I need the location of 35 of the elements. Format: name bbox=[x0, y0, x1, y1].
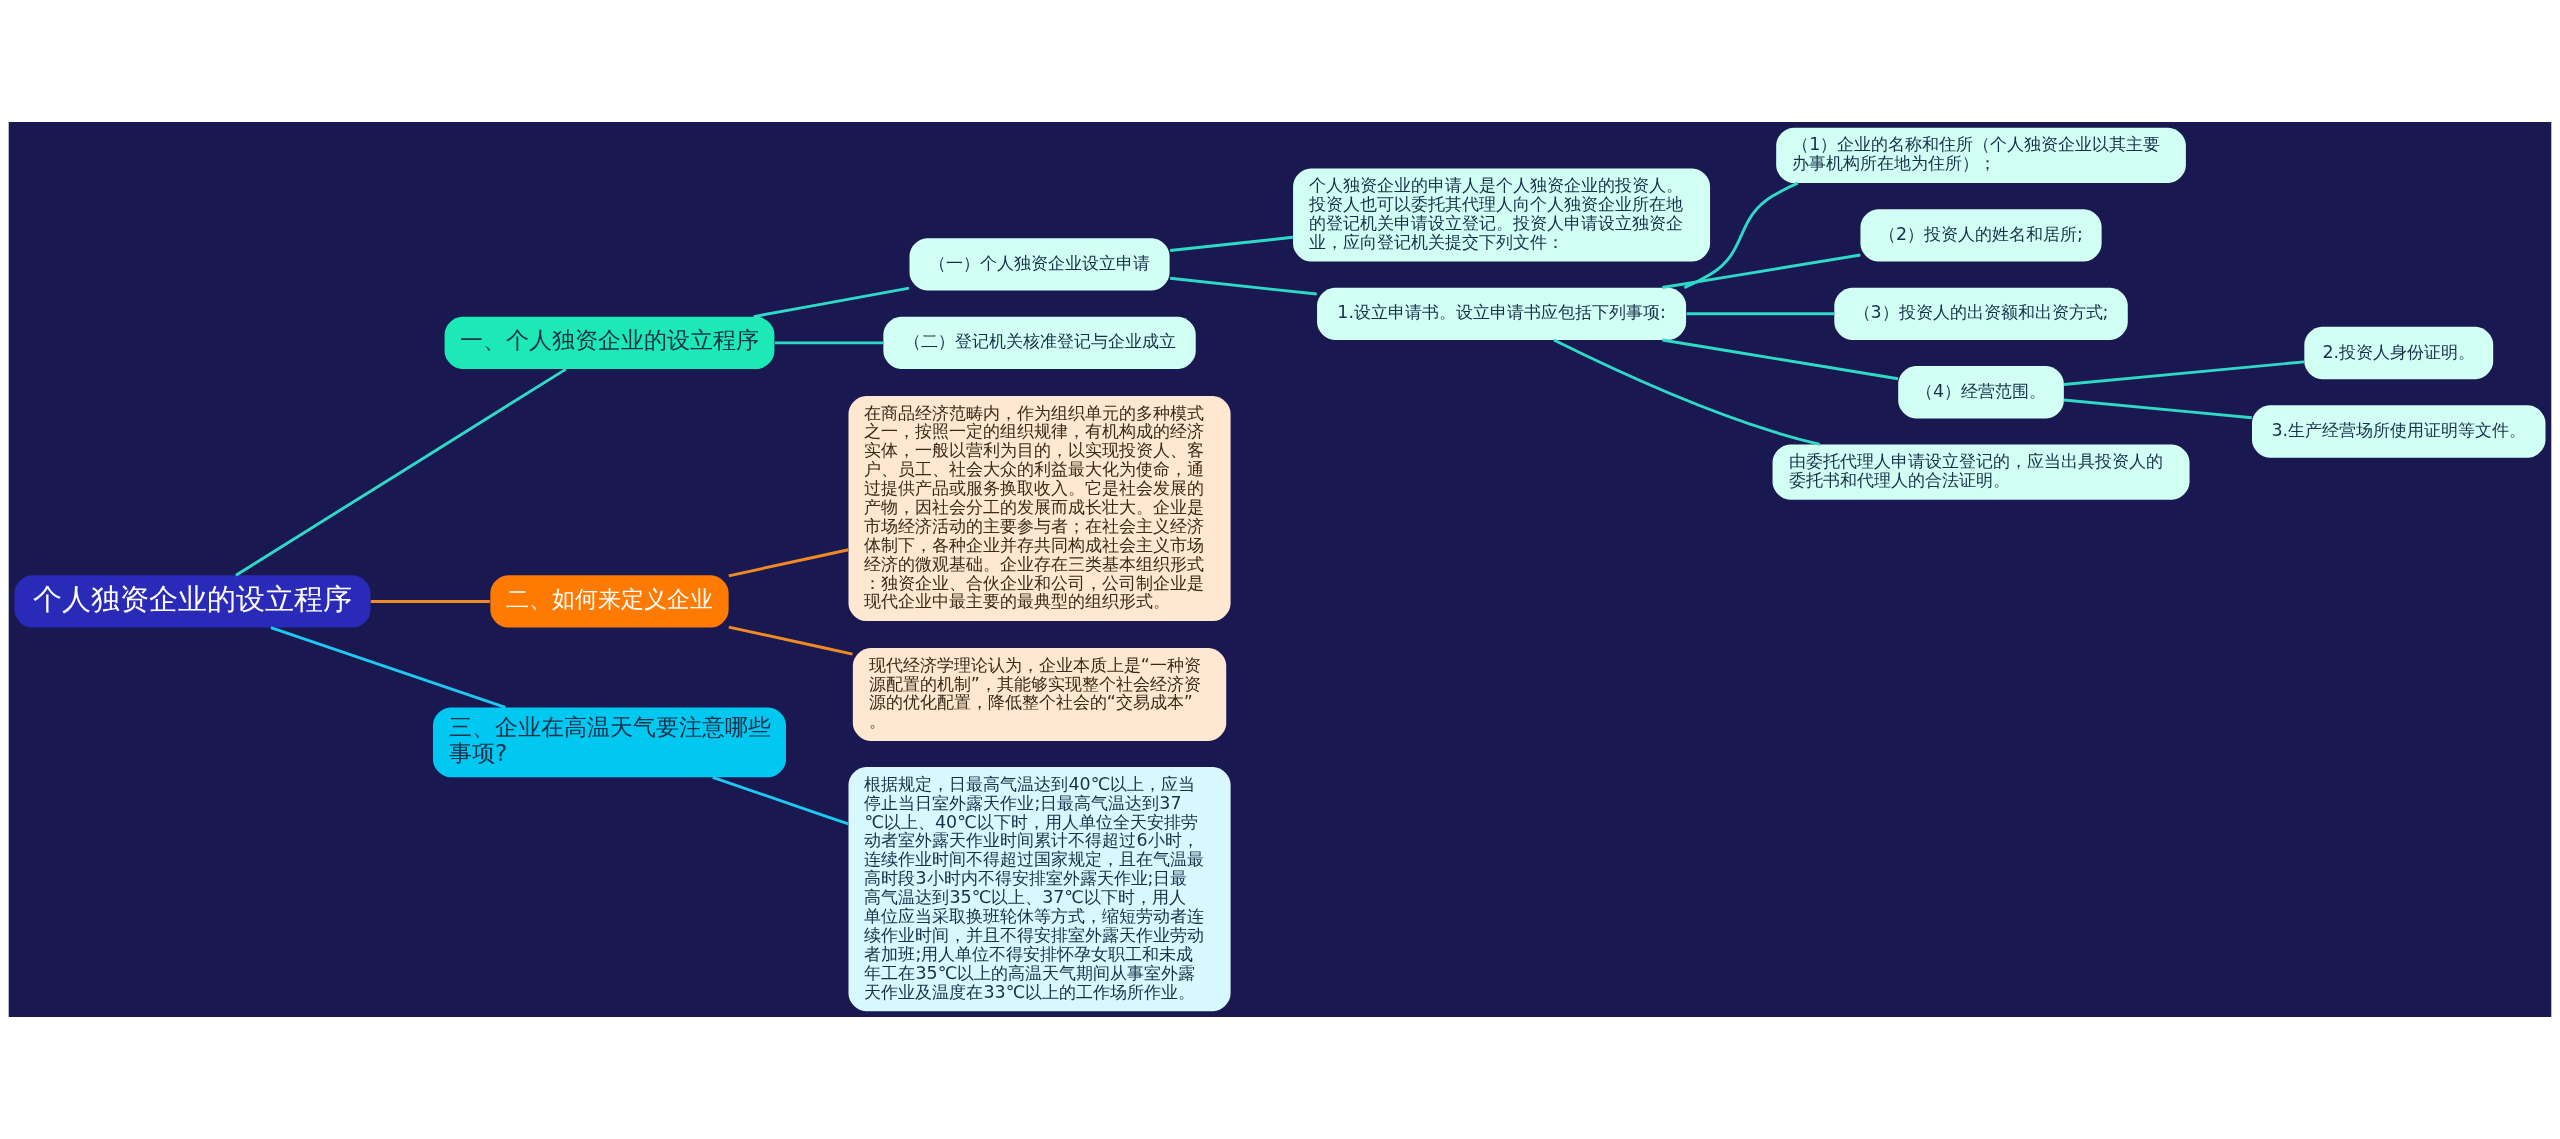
node-box: 1.设立申请书。设立申请书应包括下列事项: bbox=[1317, 287, 1687, 340]
connector bbox=[1662, 253, 1861, 289]
node-box: 3.生产经营场所使用证明等文件。 bbox=[2252, 405, 2546, 458]
node-box: 由委托代理人申请设立登记的，应当出具投资人的委托书和代理人的合法证明。 bbox=[1772, 444, 2190, 500]
connector bbox=[1169, 276, 1317, 296]
node-box: 个人独资企业的申请人是个人独资企业的投资人。投资人也可以委托其代理人向个人独资企业所在地的登记机关申请设立登记。投资人申请设立独资企业，应向登记机关提交下列文件： bbox=[1293, 168, 1711, 262]
connector bbox=[774, 341, 883, 345]
connector bbox=[1662, 338, 1899, 381]
connector bbox=[712, 776, 849, 826]
connector bbox=[235, 367, 567, 577]
node-box: 根据规定，日最高气温达到40℃以上，应当停止当日室外露天作业;日最高气温达到37℃以上、40℃以下时，用人单位全天安排劳动者室外露天作业时间累计不得超过6小时，连续作业时间不得超过国家规定，且在气温最高时段3小时内不得安排室外露天作业;日最高气温达到35℃以上、37℃以下时，用人单位应当采取换班轮休等方式，缩短劳动者连续作业时间，并且不得安排室外露天作业劳动者加班;用人单位不得安排怀孕女职工和未成年工在35℃以上的高温天气期间从事室外露天作业及温度在33℃以上的工作场所作业。 bbox=[848, 767, 1231, 1012]
connector bbox=[753, 286, 910, 319]
node-box: 一、个人独资企业的设立程序 bbox=[444, 316, 775, 369]
connector bbox=[270, 626, 506, 709]
connector bbox=[2063, 398, 2252, 420]
node-box: 二、如何来定义企业 bbox=[490, 575, 729, 628]
node-box: （3）投资人的出资额和出资方式; bbox=[1834, 287, 2128, 340]
node-box: 在商品经济范畴内，作为组织单元的多种模式之一，按照一定的组织规律，有机构成的经济实体，一般以营利为目的，以实现投资人、客户、员工、社会大众的利益最大化为使命，通过提供产品或服务换取收入。它是社会发展的产物，因社会分工的发展而成长壮大。企业是市场经济活动的主要参与者；在社会主义经济体制下，各种企业并存共同构成社会主义市场经济的微观基础。企业存在三类基本组织形式：独资企业、合伙企业和公司，公司制企业是现代企业中最主要的最典型的组织形式。 bbox=[848, 395, 1231, 622]
connector bbox=[370, 600, 490, 603]
connector bbox=[1683, 181, 1799, 289]
node-box: （1）企业的名称和住所（个人独资企业以其主要办事机构所在地为住所）； bbox=[1776, 127, 2186, 183]
node-box: 个人独资企业的设立程序 bbox=[14, 575, 371, 628]
node-box: （二）登记机关核准登记与企业成立 bbox=[883, 316, 1196, 369]
node-box: 三、企业在高温天气要注意哪些事项? bbox=[432, 707, 786, 778]
connector bbox=[728, 548, 849, 578]
connector bbox=[728, 625, 853, 656]
node-box: （一）个人独资企业设立申请 bbox=[909, 238, 1170, 291]
node-box: 2.投资人身份证明。 bbox=[2304, 326, 2494, 380]
node-box: （2）投资人的姓名和居所; bbox=[1860, 209, 2102, 262]
connector bbox=[1169, 235, 1294, 252]
connector bbox=[1686, 312, 1835, 316]
node-box: （4）经营范围。 bbox=[1898, 366, 2064, 419]
connector bbox=[2063, 360, 2305, 386]
connector bbox=[1553, 338, 1821, 446]
node-box: 现代经济学理论认为，企业本质上是“一种资源配置的机制”，其能够实现整个社会经济资源的优化配置，降低整个社会的“交易成本”。 bbox=[852, 647, 1227, 741]
